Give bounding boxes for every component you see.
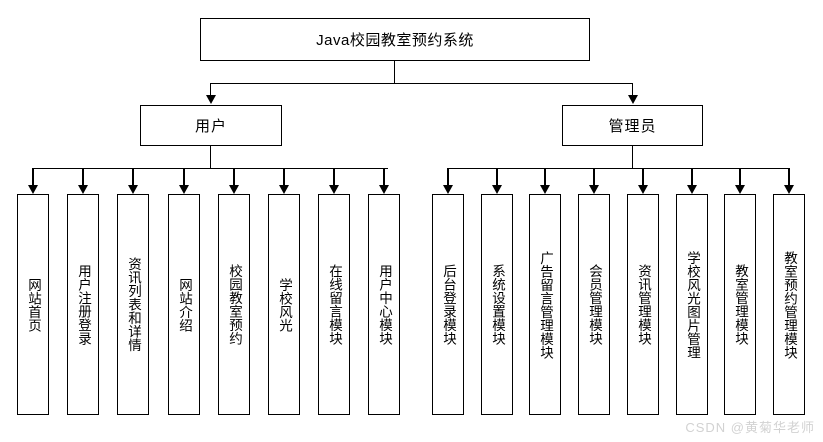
connector-to-user [210,83,212,96]
connector-leaf-drop [739,168,741,185]
arrow-to-leaf [28,185,38,194]
connector-leaf-drop [283,168,285,185]
leaf-node: 用户中心模块 [368,194,400,415]
arrow-to-leaf [229,185,239,194]
leaf-node-label: 教室管理模块 [733,264,749,345]
arrow-to-leaf [784,185,794,194]
connector-leaf-drop [32,168,34,185]
connector-user-stem [210,146,212,168]
leaf-node: 会员管理模块 [578,194,610,415]
leaf-node-label: 用户中心模块 [377,264,393,345]
connector-leaf-drop [642,168,644,185]
leaf-node-label: 资讯管理模块 [636,264,652,345]
connector-admin-bus [447,168,788,170]
leaf-node: 学校风光 [268,194,300,415]
arrow-to-leaf [589,185,599,194]
arrow-to-admin [628,95,638,104]
leaf-node: 网站首页 [17,194,49,415]
leaf-node: 用户注册登录 [67,194,99,415]
arrow-to-leaf [638,185,648,194]
node-admin-label: 管理员 [608,118,657,135]
leaf-node: 网站介绍 [168,194,200,415]
connector-level2-bus [210,83,633,85]
arrow-to-leaf [492,185,502,194]
leaf-node-label: 广告留言管理模块 [538,250,554,359]
arrow-to-leaf [443,185,453,194]
connector-leaf-drop [691,168,693,185]
node-user: 用户 [140,105,282,146]
leaf-node: 学校风光图片管理 [676,194,708,415]
leaf-node-label: 在线留言模块 [327,264,343,345]
leaf-node-label: 校园教室预约 [227,264,243,345]
connector-leaf-drop [593,168,595,185]
arrow-to-leaf [687,185,697,194]
arrow-to-leaf [735,185,745,194]
node-admin: 管理员 [562,105,703,146]
leaf-node: 广告留言管理模块 [529,194,561,415]
connector-leaf-drop [233,168,235,185]
connector-admin-stem [632,146,634,168]
connector-leaf-drop [183,168,185,185]
leaf-node-label: 学校风光 [277,277,293,332]
leaf-node: 资讯列表和详情 [117,194,149,415]
arrow-to-leaf [540,185,550,194]
connector-leaf-drop [447,168,449,185]
leaf-node: 校园教室预约 [218,194,250,415]
connector-leaf-drop [496,168,498,185]
leaf-node-label: 资讯列表和详情 [126,257,142,352]
connector-user-bus [32,168,388,170]
connector-root-stem [394,61,396,83]
leaf-node: 资讯管理模块 [627,194,659,415]
connector-leaf-drop [544,168,546,185]
connector-leaf-drop [383,168,385,185]
leaf-node-label: 网站首页 [26,277,42,332]
leaf-node-label: 用户注册登录 [76,264,92,345]
leaf-node-label: 后台登录模块 [441,264,457,345]
connector-leaf-drop [333,168,335,185]
node-user-label: 用户 [194,118,227,135]
node-root-label: Java校园教室预约系统 [316,32,474,49]
leaf-node: 教室预约管理模块 [773,194,805,415]
connector-leaf-drop [788,168,790,185]
connector-to-admin [632,83,634,96]
leaf-node-label: 教室预约管理模块 [782,250,798,359]
watermark: CSDN @黄菊华老师 [685,420,815,435]
leaf-node: 教室管理模块 [724,194,756,415]
leaf-node-label: 网站介绍 [177,277,193,332]
connector-leaf-drop [132,168,134,185]
leaf-node-label: 会员管理模块 [587,264,603,345]
leaf-node: 系统设置模块 [481,194,513,415]
arrow-to-user [206,95,216,104]
arrow-to-leaf [179,185,189,194]
arrow-to-leaf [329,185,339,194]
leaf-node: 在线留言模块 [318,194,350,415]
arrow-to-leaf [128,185,138,194]
leaf-node-label: 系统设置模块 [490,264,506,345]
arrow-to-leaf [279,185,289,194]
arrow-to-leaf [78,185,88,194]
leaf-node: 后台登录模块 [432,194,464,415]
node-root: Java校园教室预约系统 [200,18,590,61]
connector-leaf-drop [82,168,84,185]
arrow-to-leaf [379,185,389,194]
leaf-node-label: 学校风光图片管理 [685,250,701,359]
